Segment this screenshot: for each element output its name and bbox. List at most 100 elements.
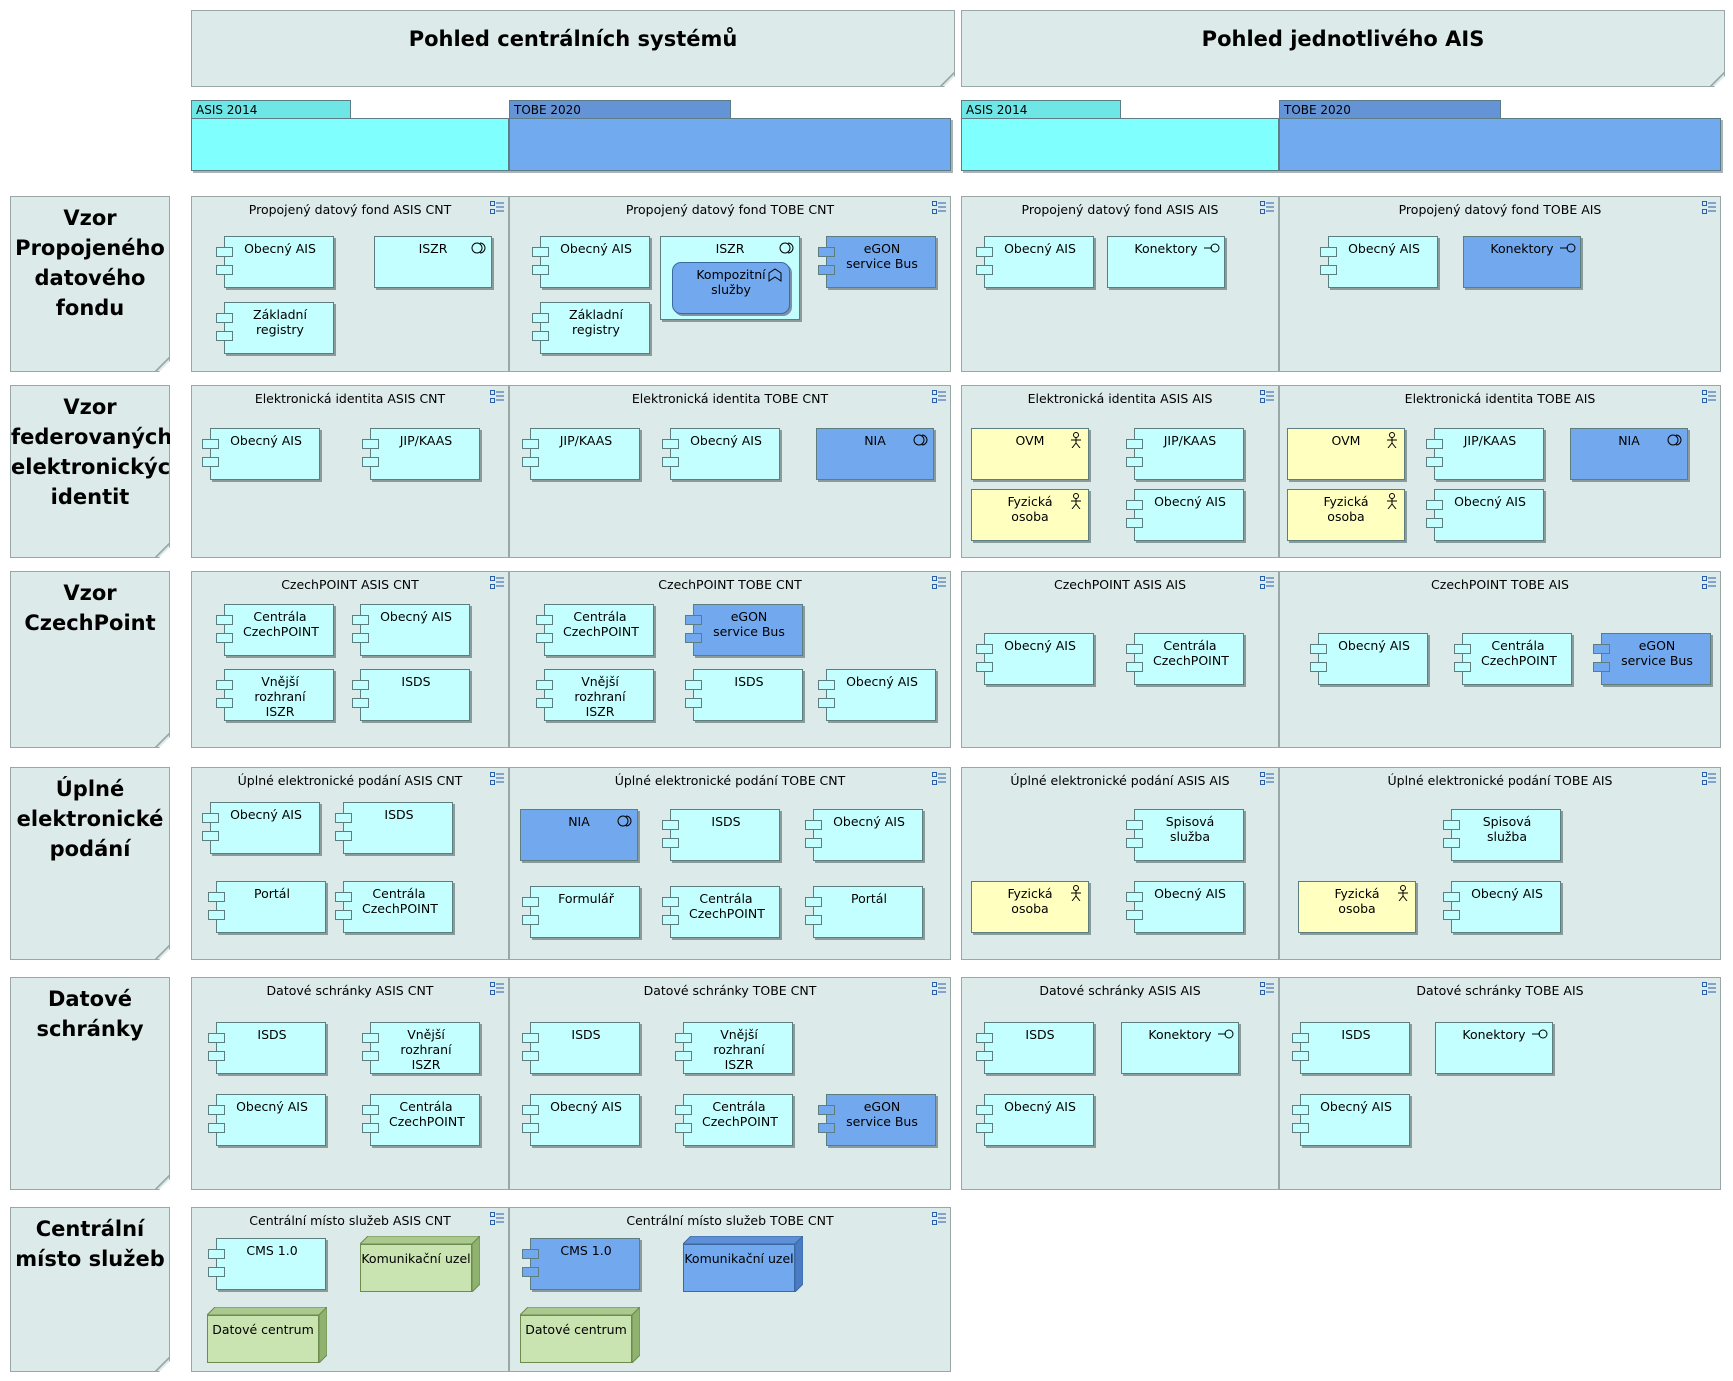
element-obecny-ais[interactable]: Obecný AIS: [208, 1094, 326, 1146]
element-centrala-czechpoint[interactable]: Centrála CzechPOINT: [335, 881, 453, 933]
element-vnejsi-rozhrani-iszr[interactable]: Vnější rozhraní ISZR: [362, 1022, 480, 1074]
element-zakladni-registry[interactable]: Základní registry: [216, 302, 334, 354]
element-portal[interactable]: Portál: [805, 886, 923, 938]
element-fyzicka-osoba[interactable]: Fyzická osoba: [1298, 881, 1416, 933]
cell-title: Elektronická identita TOBE AIS: [1404, 391, 1596, 406]
element-label: Centrála CzechPOINT: [702, 1099, 778, 1129]
element-portal[interactable]: Portál: [208, 881, 326, 933]
element-zakladni-registry[interactable]: Základní registry: [532, 302, 650, 354]
element-label: JIP/KAAS: [1463, 433, 1517, 448]
element-formular[interactable]: Formulář: [522, 886, 640, 938]
element-datove-centrum[interactable]: Datové centrum: [207, 1307, 327, 1363]
element-obecny-ais[interactable]: Obecný AIS: [1292, 1094, 1410, 1146]
element-komunikacni-uzel[interactable]: Komunikační uzel: [683, 1236, 803, 1292]
element-komunikacni-uzel[interactable]: Komunikační uzel: [360, 1236, 480, 1292]
element-label: eGON service Bus: [1621, 638, 1693, 668]
element-label: Obecný AIS: [380, 609, 452, 624]
element-kompozitni-sluzby[interactable]: Kompozitní služby: [672, 262, 790, 314]
element-ovm[interactable]: OVM: [1287, 428, 1405, 480]
interface-icon: [1532, 1029, 1548, 1039]
element-obecny-ais[interactable]: Obecný AIS: [522, 1094, 640, 1146]
view-icon: [1260, 390, 1274, 403]
element-jip-kaas[interactable]: JIP/KAAS: [1426, 428, 1544, 480]
element-obecny-ais[interactable]: Obecný AIS: [662, 428, 780, 480]
element-isds[interactable]: ISDS: [522, 1022, 640, 1074]
row-label-czechpoint: Vzor CzechPoint: [10, 571, 170, 748]
element-obecny-ais[interactable]: Obecný AIS: [1320, 236, 1438, 288]
element-obecny-ais[interactable]: Obecný AIS: [352, 604, 470, 656]
element-label: Fyzická osoba: [1334, 886, 1380, 916]
element-label: ISZR: [418, 241, 448, 256]
element-nia[interactable]: NIA: [520, 809, 638, 861]
element-centrala-czechpoint[interactable]: Centrála CzechPOINT: [216, 604, 334, 656]
element-obecny-ais[interactable]: Obecný AIS: [216, 236, 334, 288]
element-isds[interactable]: ISDS: [208, 1022, 326, 1074]
element-isds[interactable]: ISDS: [335, 802, 453, 854]
element-obecny-ais[interactable]: Obecný AIS: [976, 1094, 1094, 1146]
element-cms[interactable]: CMS 1.0: [208, 1238, 326, 1290]
element-isds[interactable]: ISDS: [352, 669, 470, 721]
element-isds[interactable]: ISDS: [1292, 1022, 1410, 1074]
element-egon[interactable]: eGON service Bus: [1593, 633, 1711, 685]
element-vnejsi-rozhrani-iszr[interactable]: Vnější rozhraní ISZR: [675, 1022, 793, 1074]
element-obecny-ais[interactable]: Obecný AIS: [1126, 489, 1244, 541]
element-centrala-czechpoint[interactable]: Centrála CzechPOINT: [675, 1094, 793, 1146]
element-label: Obecný AIS: [236, 1099, 308, 1114]
element-cms[interactable]: CMS 1.0: [522, 1238, 640, 1290]
element-isds[interactable]: ISDS: [662, 809, 780, 861]
element-datove-centrum[interactable]: Datové centrum: [520, 1307, 640, 1363]
element-label: Obecný AIS: [1454, 494, 1526, 509]
element-isds[interactable]: ISDS: [976, 1022, 1094, 1074]
element-jip-kaas[interactable]: JIP/KAAS: [522, 428, 640, 480]
element-fyzicka-osoba[interactable]: Fyzická osoba: [971, 881, 1089, 933]
element-ovm[interactable]: OVM: [971, 428, 1089, 480]
element-fyzicka-osoba[interactable]: Fyzická osoba: [971, 489, 1089, 541]
element-centrala-czechpoint[interactable]: Centrála CzechPOINT: [662, 886, 780, 938]
cell-title: Propojený datový fond TOBE AIS: [1398, 202, 1602, 217]
element-egon[interactable]: eGON service Bus: [818, 1094, 936, 1146]
element-konektory[interactable]: Konektory: [1463, 236, 1581, 288]
element-centrala-czechpoint[interactable]: Centrála CzechPOINT: [362, 1094, 480, 1146]
element-label: Obecný AIS: [1154, 494, 1226, 509]
element-obecny-ais[interactable]: Obecný AIS: [202, 802, 320, 854]
element-konektory[interactable]: Konektory: [1121, 1022, 1239, 1074]
element-isds[interactable]: ISDS: [685, 669, 803, 721]
cell-title: Elektronická identita ASIS AIS: [1027, 391, 1213, 406]
cell-title: CzechPOINT ASIS AIS: [1053, 577, 1187, 592]
element-jip-kaas[interactable]: JIP/KAAS: [1126, 428, 1244, 480]
element-konektory[interactable]: Konektory: [1435, 1022, 1553, 1074]
element-iszr[interactable]: ISZR: [374, 236, 492, 288]
element-egon[interactable]: eGON service Bus: [685, 604, 803, 656]
element-vnejsi-rozhrani-iszr[interactable]: Vnější rozhraní ISZR: [216, 669, 334, 721]
element-obecny-ais[interactable]: Obecný AIS: [1126, 881, 1244, 933]
element-spisova-sluzba[interactable]: Spisová služba: [1443, 809, 1561, 861]
interface-icon: [913, 434, 928, 446]
element-nia[interactable]: NIA: [816, 428, 934, 480]
element-centrala-czechpoint[interactable]: Centrála CzechPOINT: [1126, 633, 1244, 685]
element-egon[interactable]: eGON service Bus: [818, 236, 936, 288]
element-obecny-ais[interactable]: Obecný AIS: [1426, 489, 1544, 541]
element-obecny-ais[interactable]: Obecný AIS: [805, 809, 923, 861]
element-obecny-ais[interactable]: Obecný AIS: [1443, 881, 1561, 933]
element-obecny-ais[interactable]: Obecný AIS: [532, 236, 650, 288]
element-obecny-ais[interactable]: Obecný AIS: [976, 236, 1094, 288]
element-label: Komunikační uzel: [360, 1244, 472, 1292]
element-obecny-ais[interactable]: Obecný AIS: [976, 633, 1094, 685]
element-centrala-czechpoint[interactable]: Centrála CzechPOINT: [536, 604, 654, 656]
element-jip-kaas[interactable]: JIP/KAAS: [362, 428, 480, 480]
element-nia[interactable]: NIA: [1570, 428, 1688, 480]
element-konektory[interactable]: Konektory: [1107, 236, 1225, 288]
element-label: JIP/KAAS: [399, 433, 453, 448]
element-obecny-ais[interactable]: Obecný AIS: [1310, 633, 1428, 685]
element-label: OVM: [1015, 433, 1045, 448]
tab-tobe-ais: TOBE 2020: [1279, 100, 1721, 171]
element-centrala-czechpoint[interactable]: Centrála CzechPOINT: [1454, 633, 1572, 685]
cell-title: Datové schránky TOBE CNT: [643, 983, 817, 998]
element-label: CMS 1.0: [560, 1243, 612, 1258]
element-label: Portál: [851, 891, 887, 906]
element-obecny-ais[interactable]: Obecný AIS: [818, 669, 936, 721]
element-vnejsi-rozhrani-iszr[interactable]: Vnější rozhraní ISZR: [536, 669, 654, 721]
element-spisova-sluzba[interactable]: Spisová služba: [1126, 809, 1244, 861]
element-fyzicka-osoba[interactable]: Fyzická osoba: [1287, 489, 1405, 541]
element-obecny-ais[interactable]: Obecný AIS: [202, 428, 320, 480]
